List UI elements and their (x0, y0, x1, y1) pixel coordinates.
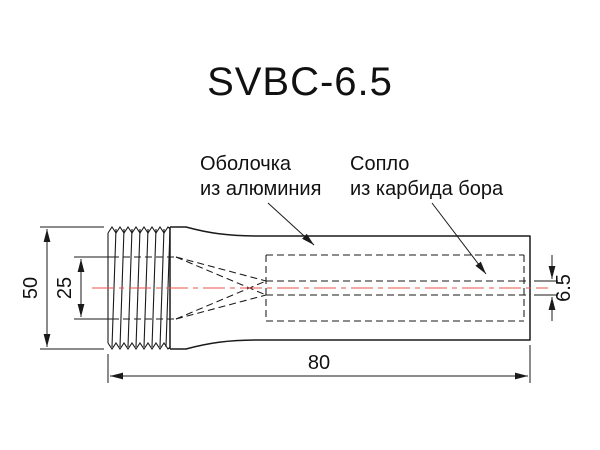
callout-shell-line1: Оболочка (200, 153, 292, 175)
dim-value-25: 25 (54, 277, 76, 299)
nozzle-leader-line (431, 202, 487, 275)
dimension-nozzle-bore: 6.5 (534, 255, 575, 321)
dimension-outer-diameter: 50 (20, 226, 104, 350)
thread-crest-bottom (107, 342, 171, 350)
callout-nozzle-line1: Сопло (350, 153, 409, 175)
dimension-thread-bore: 25 (54, 256, 112, 320)
dim-value-50: 50 (20, 277, 42, 299)
dim-value-6-5: 6.5 (553, 274, 575, 302)
callout-nozzle-line2: из карбида бора (350, 178, 504, 200)
shell-leader-line (267, 202, 315, 246)
drawing-title: SVBC-6.5 (207, 60, 393, 104)
thread-crest-top (107, 226, 171, 234)
callout-shell: Оболочка из алюминия (200, 153, 321, 246)
dim-value-80: 80 (308, 352, 330, 374)
callout-nozzle: Сопло из карбида бора (350, 153, 504, 275)
callout-shell-line2: из алюминия (200, 178, 321, 200)
internal-hidden-lines (112, 254, 530, 322)
dimension-overall-length: 80 (107, 345, 531, 383)
